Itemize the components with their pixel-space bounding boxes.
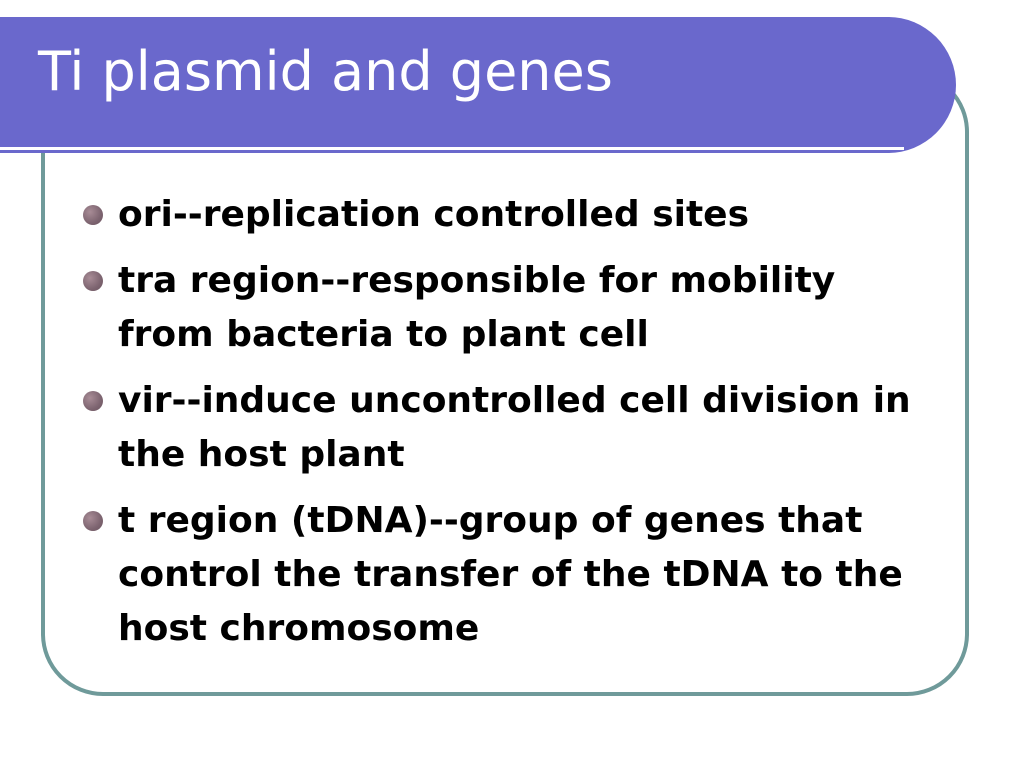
bullet-item-t-region: t region (tDNA)--group of genes that con… (80, 494, 940, 656)
bullet-item-ori: ori--replication controlled sites (80, 188, 940, 242)
bullet-dot-icon (83, 205, 103, 225)
bullet-list: ori--replication controlled sites tra re… (80, 188, 940, 668)
content-frame (41, 70, 969, 696)
bullet-dot-icon (83, 391, 103, 411)
title-band (0, 17, 956, 153)
bullet-dot-icon (83, 511, 103, 531)
bullet-text: vir--induce uncontrolled cell division i… (118, 380, 911, 475)
bullet-text: ori--replication controlled sites (118, 194, 750, 235)
bullet-text: t region (tDNA)--group of genes that con… (118, 500, 903, 649)
bullet-item-tra: tra region--responsible for mobility fro… (80, 254, 940, 362)
bullet-text: tra region--responsible for mobility fro… (118, 260, 836, 355)
title-underline (0, 147, 904, 150)
slide-title: Ti plasmid and genes (38, 40, 613, 103)
bullet-item-vir: vir--induce uncontrolled cell division i… (80, 374, 940, 482)
bullet-dot-icon (83, 271, 103, 291)
